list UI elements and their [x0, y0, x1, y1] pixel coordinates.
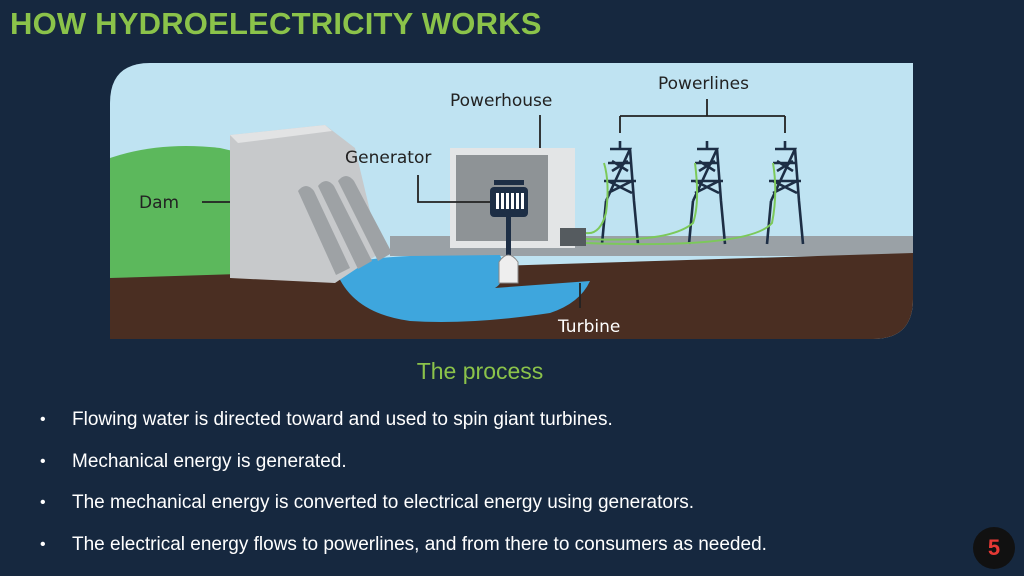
turbine-label: Turbine	[557, 317, 620, 337]
page-number-badge: 5	[973, 527, 1015, 569]
bullet-item: • The mechanical energy is converted to e…	[40, 487, 767, 529]
generator-label: Generator	[345, 148, 431, 168]
bullet-text: The mechanical energy is converted to el…	[72, 492, 695, 513]
generator-unit	[490, 180, 528, 284]
bullet-text: Mechanical energy is generated.	[72, 450, 347, 472]
power-wires	[585, 162, 777, 246]
transmission-towers	[600, 141, 805, 245]
bullet-item: • Mechanical energy is generated.	[40, 446, 767, 488]
bullet-icon: •	[40, 452, 46, 470]
bullet-icon: •	[40, 411, 46, 428]
dam-label: Dam	[139, 193, 179, 213]
green-hill	[110, 145, 250, 293]
bullet-item: • The electrical energy flows to powerlin…	[40, 529, 767, 571]
reservoir-water	[335, 255, 590, 322]
bullet-text: The electrical energy flows to powerline…	[72, 533, 767, 555]
bullet-item: • Flowing water is directed toward and us…	[40, 404, 767, 446]
process-bullet-list: • Flowing water is directed toward and us…	[40, 404, 767, 570]
slide-title: HOW HYDROELECTRICITY WORKS	[10, 6, 542, 41]
powerlines-label: Powerlines	[658, 74, 749, 94]
bullet-icon: •	[40, 494, 46, 511]
transformer	[560, 228, 586, 246]
diagram-caption: The process	[416, 358, 544, 384]
powerhouse-label: Powerhouse	[450, 91, 552, 111]
leader-lines	[202, 99, 786, 308]
penstock-pipes	[298, 176, 392, 275]
bullet-icon: •	[40, 535, 46, 553]
hydroelectric-diagram: Dam Generator Powerhouse Powerlines Turb…	[110, 63, 913, 339]
bullet-text: Flowing water is directed toward and use…	[72, 409, 613, 430]
